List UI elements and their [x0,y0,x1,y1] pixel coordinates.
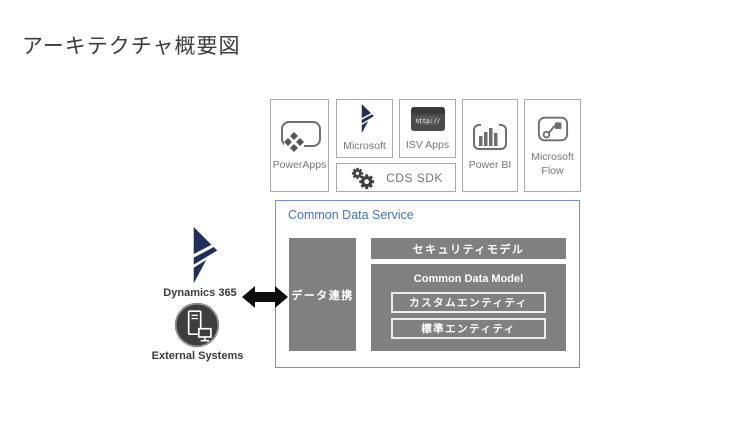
external-systems-icon [174,302,220,348]
page-title: アーキテクチャ概要図 [22,35,241,58]
powerapps-box: PowerApps [270,99,329,192]
microsoft-box: Microsoft [336,99,393,158]
cds-title: Common Data Service [288,208,414,222]
microsoft-flow-box: Microsoft Flow [524,99,581,192]
isv-apps-icon: http:// [410,106,445,131]
custom-entity-box: カスタムエンティティ [391,292,546,313]
data-integration-block: データ連携 [289,238,356,351]
common-data-model-title: Common Data Model [413,273,524,285]
microsoft-label: Microsoft [343,139,386,152]
power-bi-label: Power BI [468,158,512,171]
microsoft-flow-icon [537,117,568,142]
dynamics-365-label: Dynamics 365 [163,287,237,299]
gears-icon [352,167,375,189]
microsoft-flow-label: Microsoft Flow [531,151,574,177]
external-systems-label: External Systems [151,350,244,362]
svg-text:http://: http:// [415,118,441,125]
standard-entity-box: 標準エンティティ [391,318,546,339]
common-data-service-box: Common Data Service データ連携 セキュリティモデル Comm… [275,200,580,368]
cds-sdk-box: CDS SDK [336,163,456,192]
bidirectional-arrow-icon [242,286,288,308]
powerapps-label: PowerApps [272,158,327,171]
dynamics-365-icon [188,227,218,284]
microsoft-dynamics-icon [358,103,374,134]
isv-apps-box: http:// ISV Apps [399,99,456,158]
power-bi-box: Power BI [462,99,518,192]
security-model-bar: セキュリティモデル [371,238,566,259]
cds-sdk-label: CDS SDK [386,170,443,185]
power-bi-icon [473,123,507,150]
isv-apps-label: ISV Apps [405,138,450,151]
powerapps-icon [280,120,321,153]
common-data-model-box: Common Data Model カスタムエンティティ 標準エンティティ [371,264,566,351]
